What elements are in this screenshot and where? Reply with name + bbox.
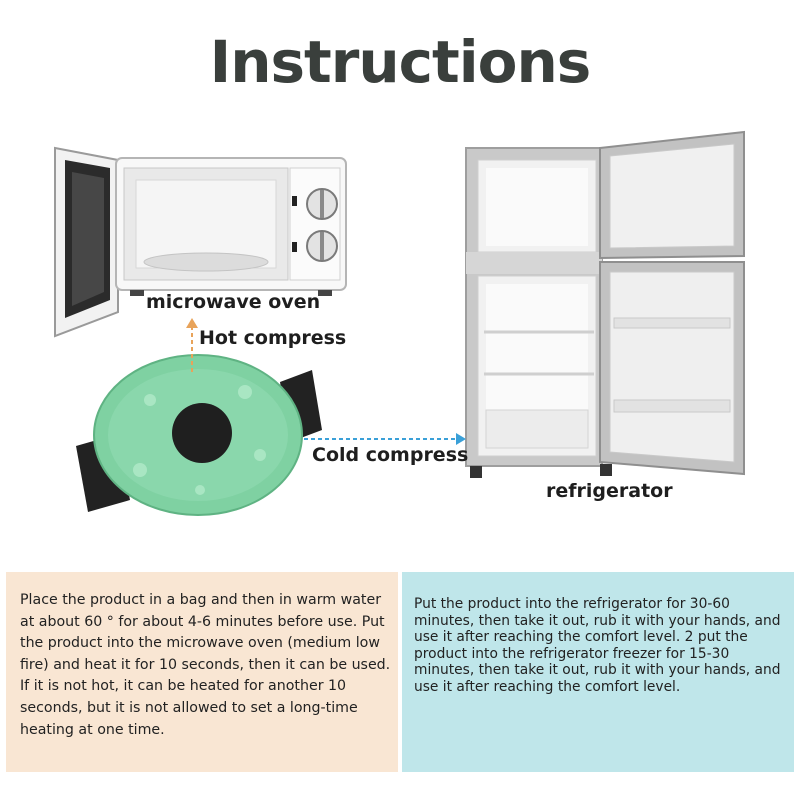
hot-instructions-text: Place the product in a bag and then in w…	[20, 592, 391, 738]
hot-instructions-panel: Place the product in a bag and then in w…	[6, 572, 398, 772]
microwave-oven-label: microwave oven	[146, 291, 321, 313]
page-title: Instructions	[209, 28, 592, 96]
microwave-oven-image	[54, 146, 347, 338]
cold-arrow	[304, 433, 466, 445]
hot-arrow	[186, 318, 198, 372]
cold-compress-label: Cold compress	[312, 444, 469, 466]
refrigerator-image	[465, 130, 745, 478]
cold-instructions-text: Put the product into the refrigerator fo…	[414, 596, 781, 695]
refrigerator-label: refrigerator	[546, 480, 673, 502]
cold-instructions-panel: Put the product into the refrigerator fo…	[402, 572, 794, 772]
hot-compress-label: Hot compress	[199, 327, 347, 349]
gel-compress-image	[76, 354, 322, 516]
